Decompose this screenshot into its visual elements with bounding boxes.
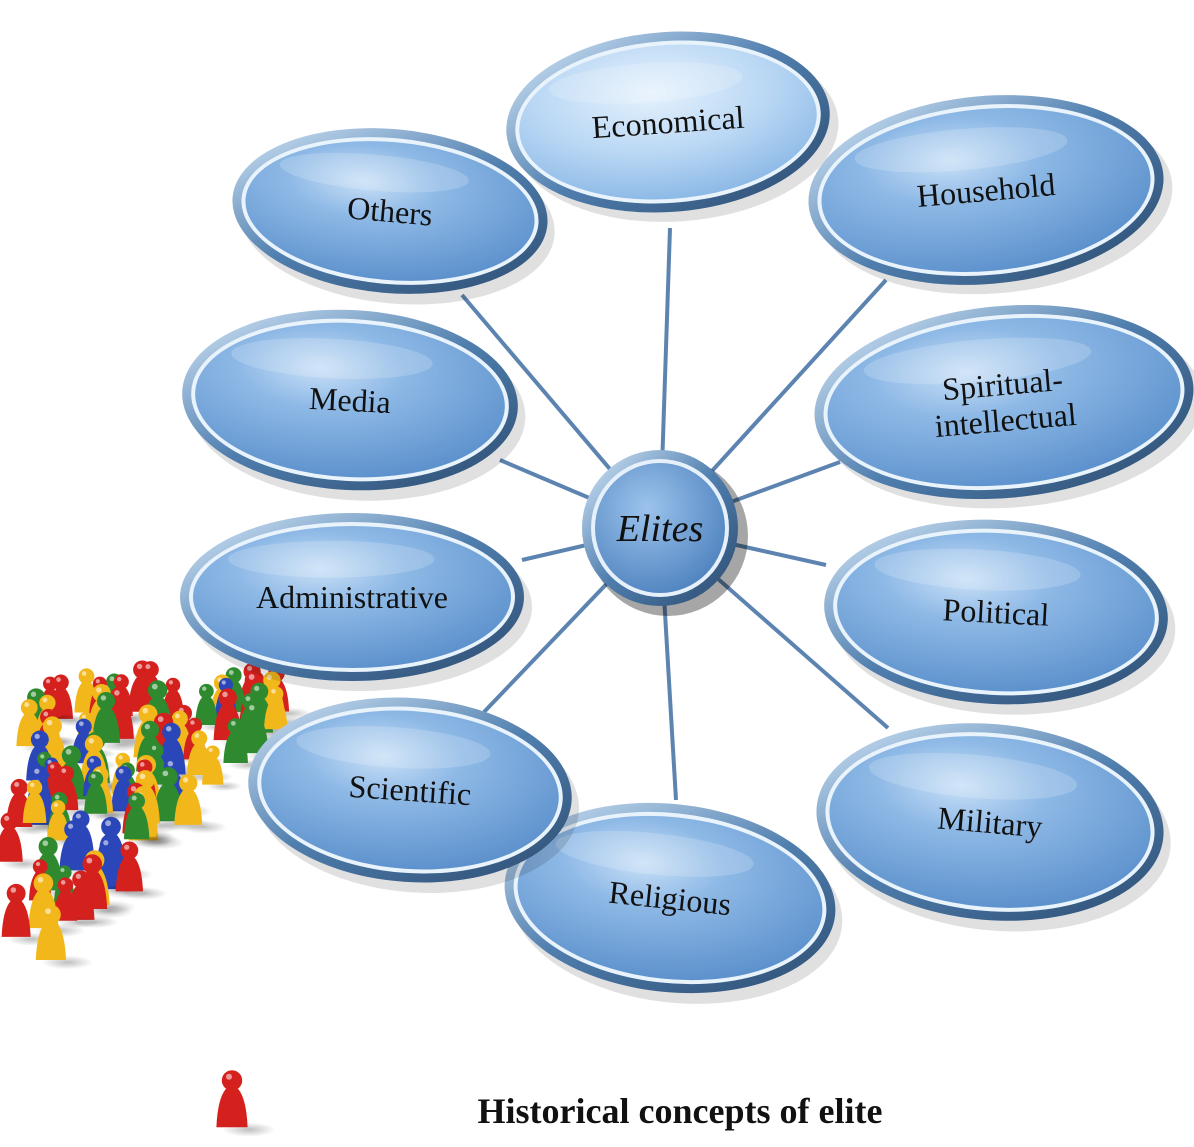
node-label: Others [346, 189, 434, 232]
game-piece-icon [115, 841, 168, 900]
game-piece-icon [223, 718, 270, 771]
node-military: Military [816, 723, 1171, 932]
center-label: Elites [616, 508, 704, 550]
node-scientific: Scientific [248, 697, 580, 894]
node-spiritual-intellectual: Spiritual-intellectual [814, 304, 1194, 509]
game-piece-icon [0, 812, 47, 871]
node-household: Household [808, 95, 1173, 295]
diagram-caption: Historical concepts of elite [477, 1091, 883, 1131]
game-piece-icon [202, 745, 243, 792]
game-piece-icon [35, 904, 93, 970]
center-node: Elites [582, 450, 748, 616]
node-political: Political [824, 519, 1176, 715]
crowd-illustration [0, 660, 312, 1137]
nodes: EconomicalHouseholdSpiritual-intellectua… [180, 31, 1194, 1004]
game-piece-icon [123, 792, 172, 848]
node-label: Political [942, 591, 1051, 633]
node-religious: Religious [504, 802, 843, 1004]
game-piece-icon [216, 1070, 276, 1137]
node-label: Scientific [348, 768, 473, 812]
node-economical: Economical [506, 31, 839, 222]
node-media: Media [182, 309, 526, 501]
game-piece-icon [84, 771, 128, 821]
game-piece-icon [174, 773, 227, 834]
node-label: Administrative [256, 579, 448, 615]
node-administrative: Administrative [180, 513, 532, 691]
node-others: Others [232, 128, 555, 305]
node-label: Media [308, 380, 392, 420]
